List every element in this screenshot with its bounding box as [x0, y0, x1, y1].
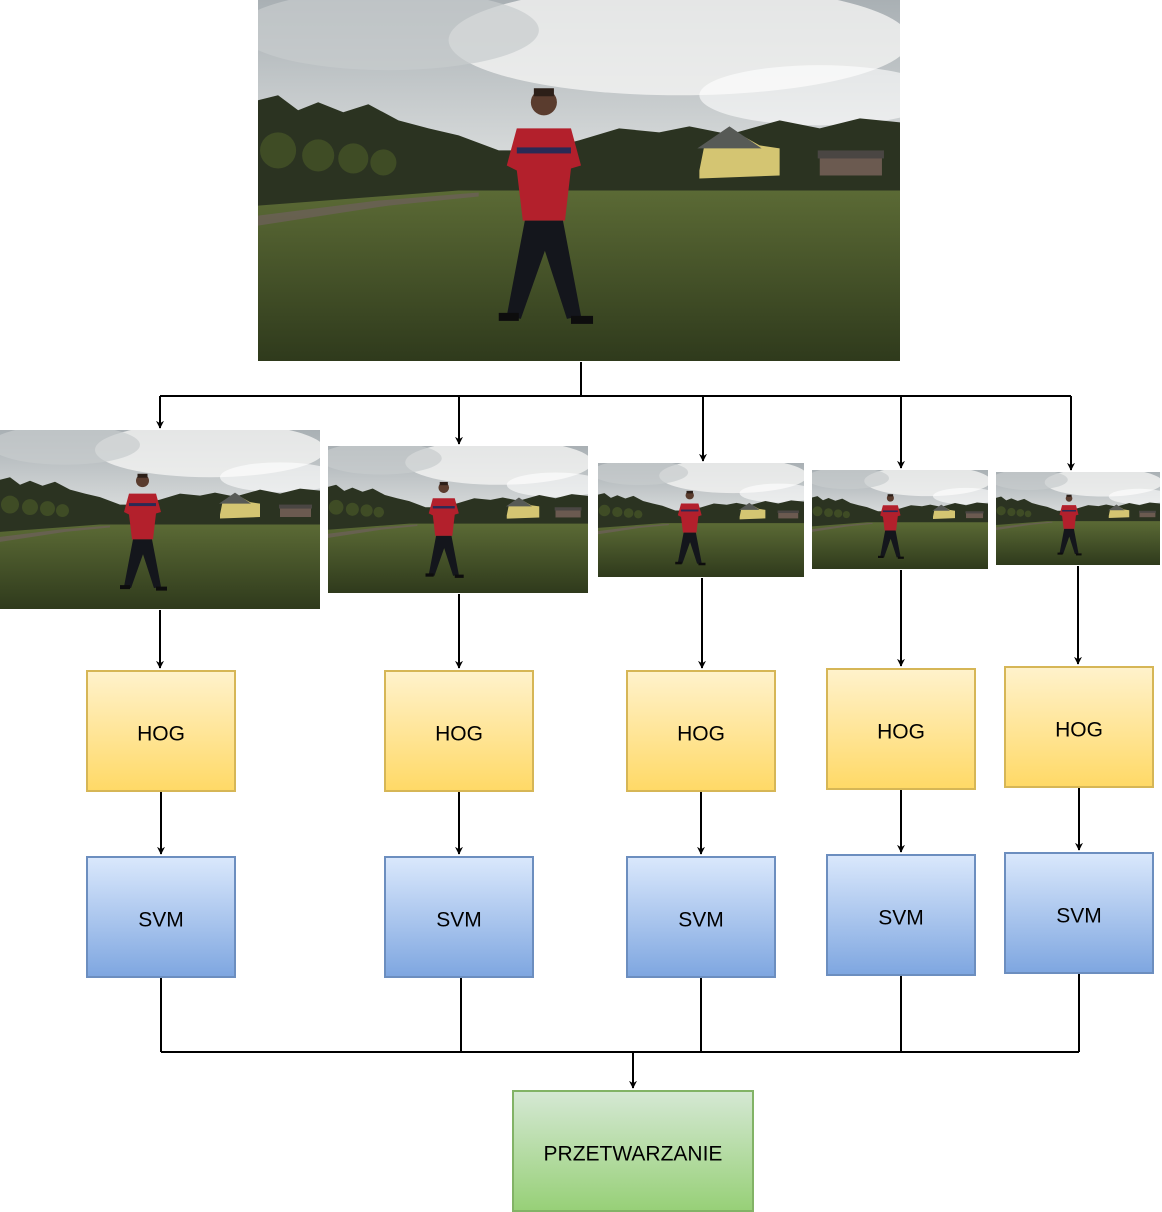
hog-box-2: HOG: [384, 670, 534, 792]
scaled-image-5: [996, 472, 1160, 565]
hog-box-3: HOG: [626, 670, 776, 792]
source-image: [258, 0, 900, 361]
split-connectors: [156, 362, 1075, 471]
hog-label: HOG: [137, 723, 185, 746]
image-to-hog-arrows: [156, 566, 1082, 669]
svm-box-5: SVM: [1004, 852, 1154, 974]
scaled-image-1: [0, 430, 320, 609]
hog-label: HOG: [877, 721, 925, 744]
hog-to-svm-arrows: [157, 788, 1083, 855]
output-box: PRZETWARZANIE: [512, 1090, 754, 1212]
svm-box-1: SVM: [86, 856, 236, 978]
hog-label: HOG: [677, 723, 725, 746]
svm-label: SVM: [678, 909, 724, 932]
svm-label: SVM: [436, 909, 482, 932]
svm-box-4: SVM: [826, 854, 976, 976]
hog-box-5: HOG: [1004, 666, 1154, 788]
scaled-image-4: [812, 470, 988, 569]
hog-box-1: HOG: [86, 670, 236, 792]
svm-label: SVM: [878, 907, 924, 930]
svm-box-2: SVM: [384, 856, 534, 978]
scaled-image-3: [598, 463, 804, 577]
svm-label: SVM: [1056, 905, 1102, 928]
merge-connectors: [160, 974, 1080, 1089]
svm-label: SVM: [138, 909, 184, 932]
svm-box-3: SVM: [626, 856, 776, 978]
output-label: PRZETWARZANIE: [544, 1143, 723, 1166]
scaled-image-2: [328, 446, 588, 593]
hog-label: HOG: [1055, 719, 1103, 742]
hog-box-4: HOG: [826, 668, 976, 790]
hog-label: HOG: [435, 723, 483, 746]
